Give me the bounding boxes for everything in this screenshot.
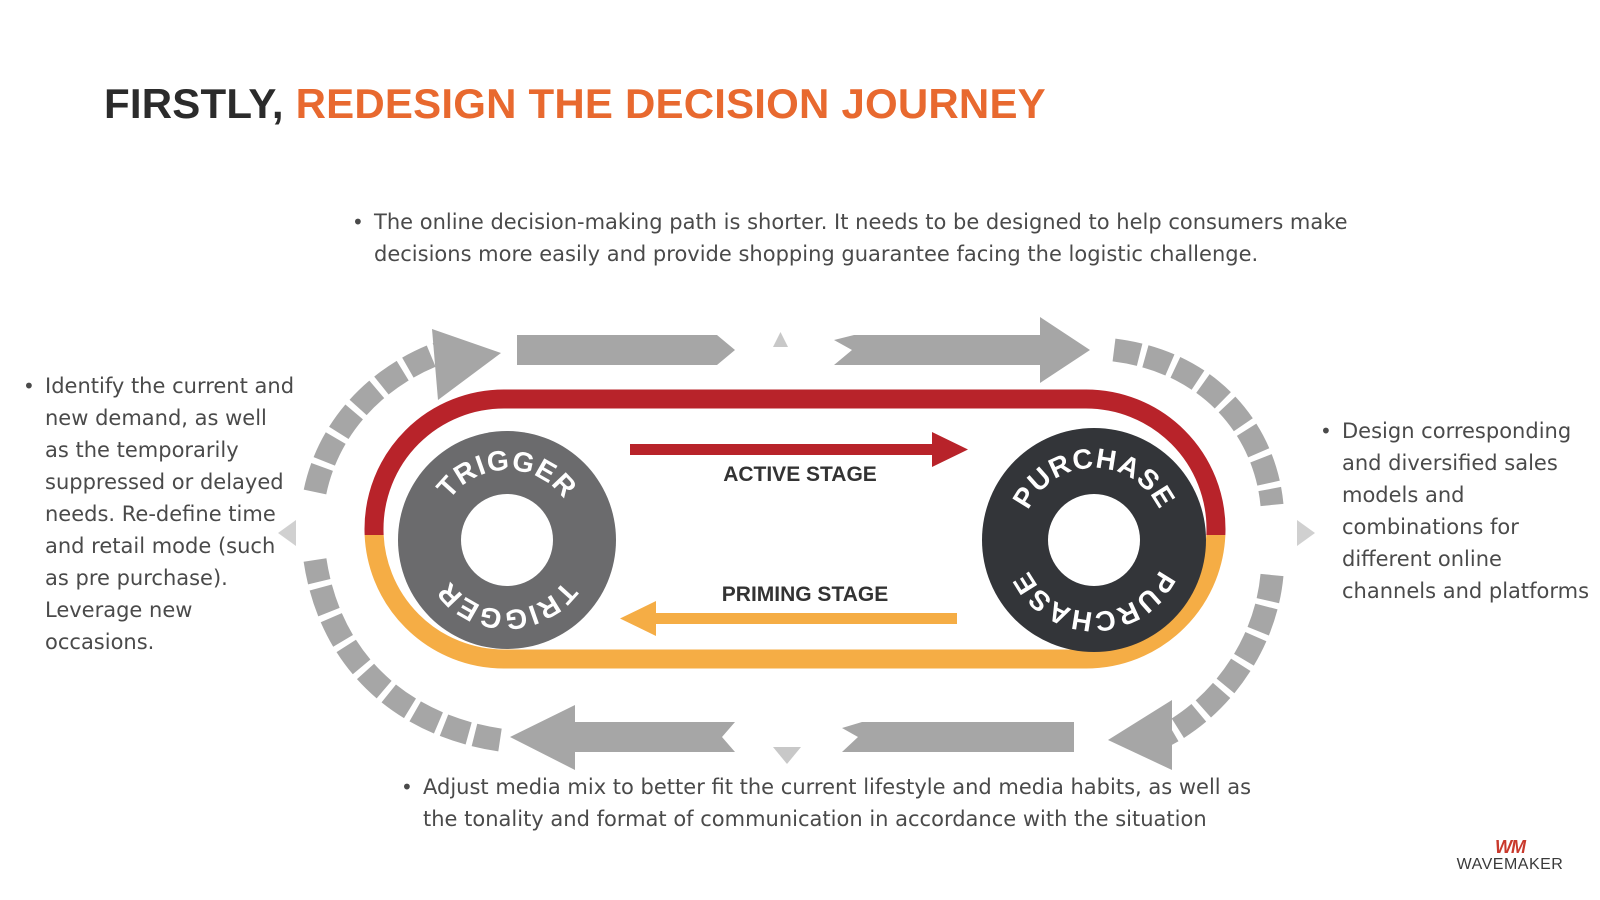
wavemaker-logo-mark: WM: [1495, 837, 1526, 857]
bullet-dot-icon: •: [23, 374, 35, 398]
bullet-bottom-text: Adjust media mix to better fit the curre…: [423, 775, 1252, 831]
arrow-top-bar-left: [517, 335, 735, 365]
active-stage-label: ACTIVE STAGE: [723, 463, 877, 486]
bullet-right: • Design corresponding and diversified s…: [1320, 415, 1592, 607]
arrow-bottom-bar-right: [842, 722, 1074, 752]
arrow-bottom-bar-left: [510, 705, 735, 770]
bullet-dot-icon: •: [1320, 419, 1332, 443]
small-triangle-bottom-icon: [773, 747, 801, 764]
arrow-top-left-arc: [303, 329, 501, 495]
arrow-top-bar-right: [834, 317, 1090, 383]
wavemaker-logo-text: WAVEMAKER: [1456, 856, 1564, 873]
title-highlight: REDESIGN THE DECISION JOURNEY: [295, 80, 1046, 127]
purchase-wheel: PURCHASE PURCHASE: [982, 428, 1206, 652]
small-triangle-top-icon: [773, 332, 788, 347]
bullet-top: • The online decision-making path is sho…: [352, 206, 1374, 270]
bullet-dot-icon: •: [352, 210, 364, 234]
priming-stage-arrow: [620, 601, 957, 636]
journey-track: [364, 389, 1226, 669]
bullet-bottom: • Adjust media mix to better fit the cur…: [401, 771, 1273, 835]
bullet-right-text: Design corresponding and diversified sal…: [1342, 419, 1590, 603]
bullet-top-text: The online decision-making path is short…: [374, 210, 1348, 266]
bullet-left-text: Identify the current and new demand, as …: [45, 374, 295, 654]
arrow-left-arc: [303, 558, 502, 752]
arrow-right-arc: [1108, 338, 1284, 770]
bullet-dot-icon: •: [401, 775, 413, 799]
wavemaker-logo: WM WAVEMAKER: [1450, 838, 1570, 874]
page-title: FIRSTLY, REDESIGN THE DECISION JOURNEY: [104, 80, 1046, 128]
priming-stage-label: PRIMING STAGE: [722, 583, 888, 606]
active-stage-arrow: [630, 432, 968, 467]
title-prefix: FIRSTLY,: [104, 80, 284, 127]
small-triangle-left-icon: [278, 520, 296, 546]
cycle-arrows: [278, 317, 1315, 770]
trigger-wheel: TRIGGER TRIGGER: [398, 431, 616, 649]
bullet-left: • Identify the current and new demand, a…: [23, 370, 295, 658]
small-triangle-right-icon: [1297, 520, 1315, 546]
